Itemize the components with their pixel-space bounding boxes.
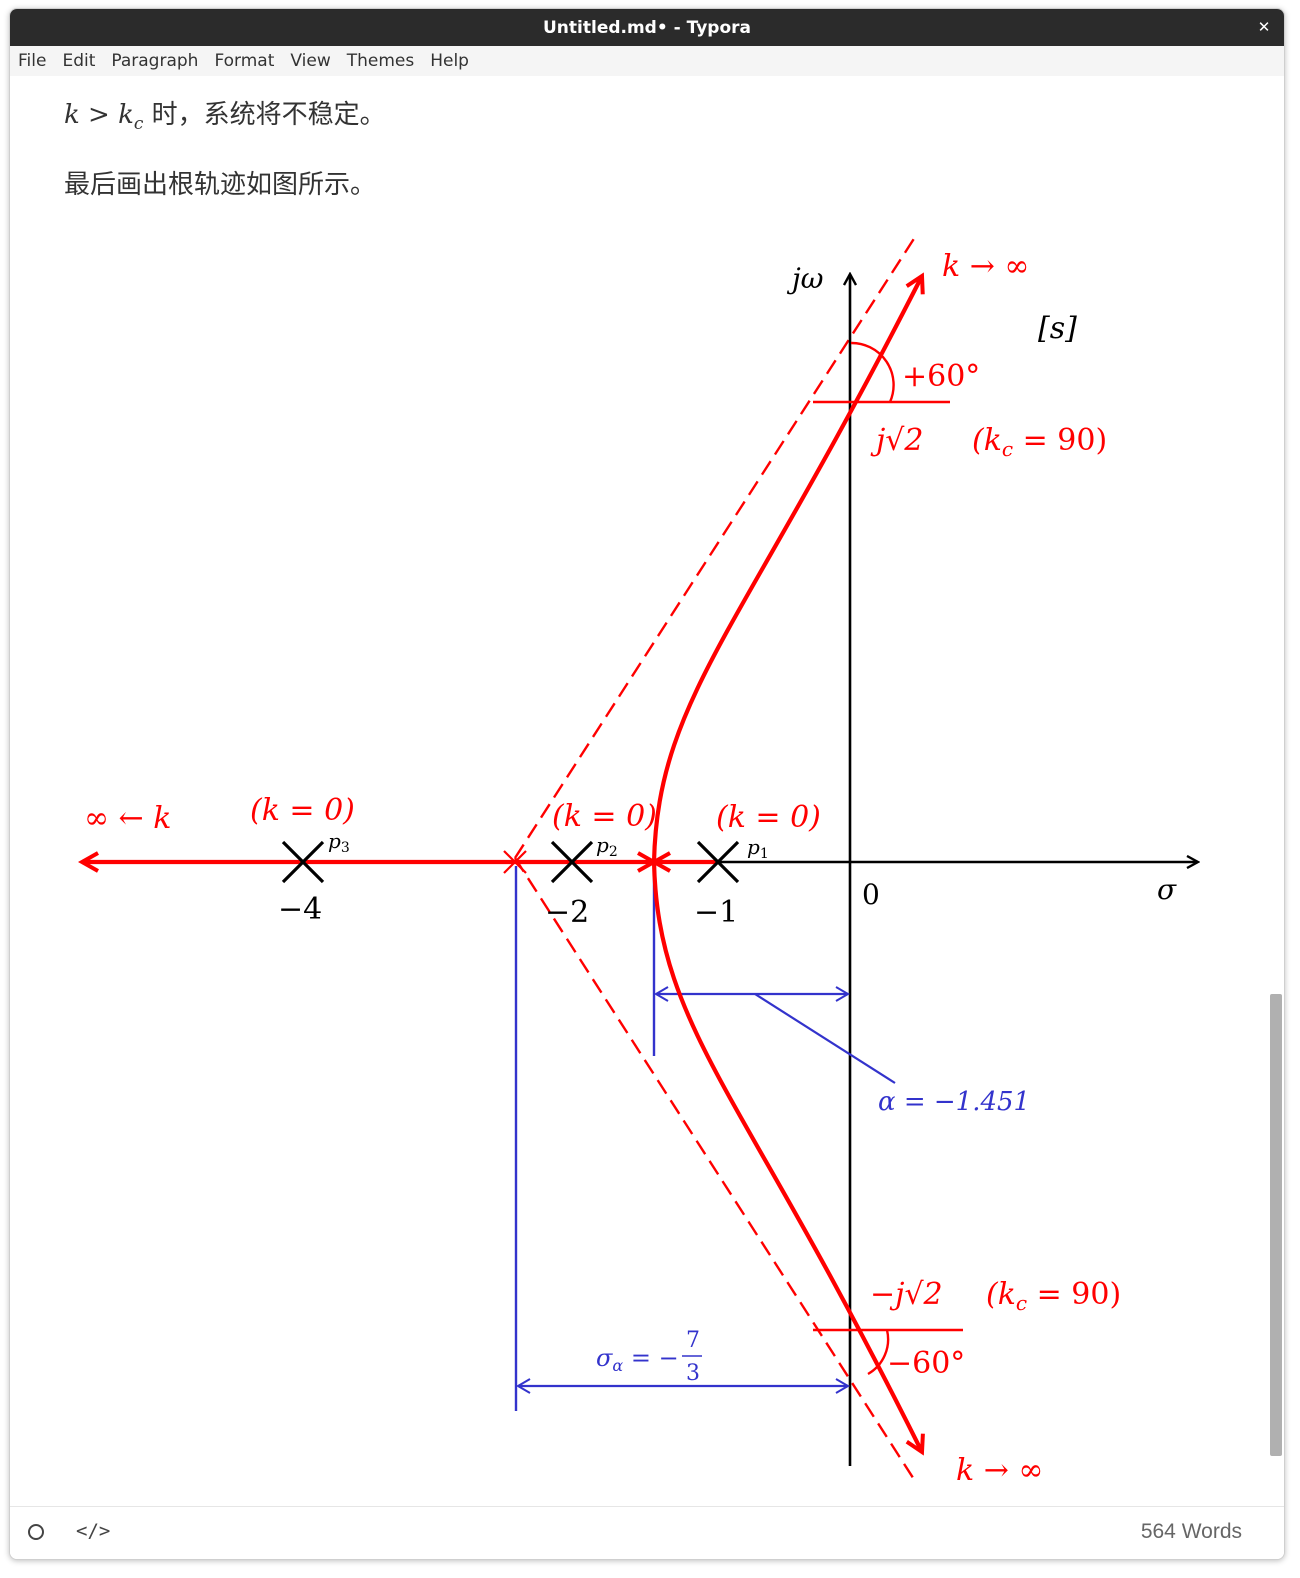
menu-view[interactable]: View	[290, 51, 331, 71]
inf-left-label: ∞ ← k	[84, 801, 171, 836]
pole-p3-marker	[281, 840, 325, 884]
angle-arc-upper	[850, 341, 895, 403]
tick-label-m1: −1	[694, 895, 738, 930]
tick-label-m2: −2	[545, 895, 589, 930]
word-count[interactable]: 564 Words	[1140, 1520, 1242, 1543]
locus-lower-branch	[651, 861, 922, 1452]
sigma-axis-label: σ	[1157, 873, 1177, 906]
status-bar: </> 564 Words	[10, 1506, 1284, 1559]
asymptote-upper	[513, 233, 919, 859]
sigma-alpha-frac-den: 3	[686, 1361, 700, 1386]
kc-bottom-label: (kc = 90)	[986, 1277, 1121, 1315]
angle-arc-lower	[867, 1329, 890, 1376]
p2-label: p2	[596, 833, 618, 860]
s-plane-label: [s]	[1038, 311, 1077, 346]
k-inf-top-label: k → ∞	[942, 249, 1029, 284]
menu-themes[interactable]: Themes	[346, 51, 415, 71]
source-mode-icon[interactable]: </>	[76, 1520, 111, 1542]
app-window: Untitled.md• - Typora ✕ File Edit Paragr…	[9, 8, 1285, 1560]
close-icon[interactable]: ✕	[1257, 18, 1271, 36]
neg-j-sqrt2-label: −j√2	[870, 1277, 943, 1312]
p3-label: p3	[328, 829, 350, 856]
editor-content[interactable]: k > kc 时，系统将不稳定。 最后画出根轨迹如图所示。	[10, 76, 1270, 1506]
sigma-alpha-label: σα = −	[596, 1344, 679, 1375]
math-kc: k	[118, 100, 134, 130]
p1-label: p1	[747, 835, 769, 862]
plus60-label: +60°	[902, 359, 980, 394]
menu-format[interactable]: Format	[214, 51, 275, 71]
origin-label: 0	[862, 878, 880, 911]
menu-bar: File Edit Paragraph Format View Themes H…	[10, 46, 1284, 76]
pole-p1-marker	[696, 840, 740, 884]
alpha-leader-line	[754, 993, 896, 1084]
jw-axis-label: jω	[786, 262, 824, 295]
menu-help[interactable]: Help	[430, 51, 469, 71]
outline-toggle-icon[interactable]	[28, 1524, 44, 1540]
menu-paragraph[interactable]: Paragraph	[111, 51, 199, 71]
k0-p1-label: (k = 0)	[716, 800, 821, 835]
pole-p2-marker	[550, 840, 594, 884]
centroid-marker	[503, 850, 527, 874]
tick-label-m4: −4	[278, 892, 322, 927]
window-title: Untitled.md• - Typora	[543, 17, 751, 38]
math-k: k	[64, 100, 80, 130]
sigma-alpha-frac-num: 7	[686, 1328, 700, 1353]
vertical-scrollbar[interactable]	[1270, 994, 1282, 1456]
alpha-label: α = −1.451	[878, 1087, 1030, 1117]
paragraph-instability[interactable]: k > kc 时，系统将不稳定。	[64, 94, 386, 134]
k-inf-bottom-label: k → ∞	[956, 1453, 1043, 1488]
k0-p3-label: (k = 0)	[250, 793, 355, 828]
paragraph-instability-text: 时，系统将不稳定。	[143, 100, 386, 130]
math-kc-sub: c	[133, 114, 144, 135]
locus-upper-branch	[651, 276, 922, 863]
menu-edit[interactable]: Edit	[62, 51, 96, 71]
minus60-label: −60°	[887, 1346, 965, 1381]
asymptote-lower	[513, 857, 919, 1485]
title-bar: Untitled.md• - Typora ✕	[10, 9, 1284, 46]
math-gt: >	[79, 100, 119, 130]
menu-file[interactable]: File	[18, 51, 47, 71]
j-sqrt2-label: j√2	[870, 423, 924, 458]
kc-top-label: (kc = 90)	[972, 423, 1107, 461]
root-locus-figure: jω σ 0 [s] −4 −2 −1 p3 p2 p1 k → ∞ k → ∞…	[10, 233, 1270, 1488]
paragraph-figure-intro[interactable]: 最后画出根轨迹如图所示。	[64, 170, 377, 200]
k0-p2-label: (k = 0)	[552, 799, 657, 834]
